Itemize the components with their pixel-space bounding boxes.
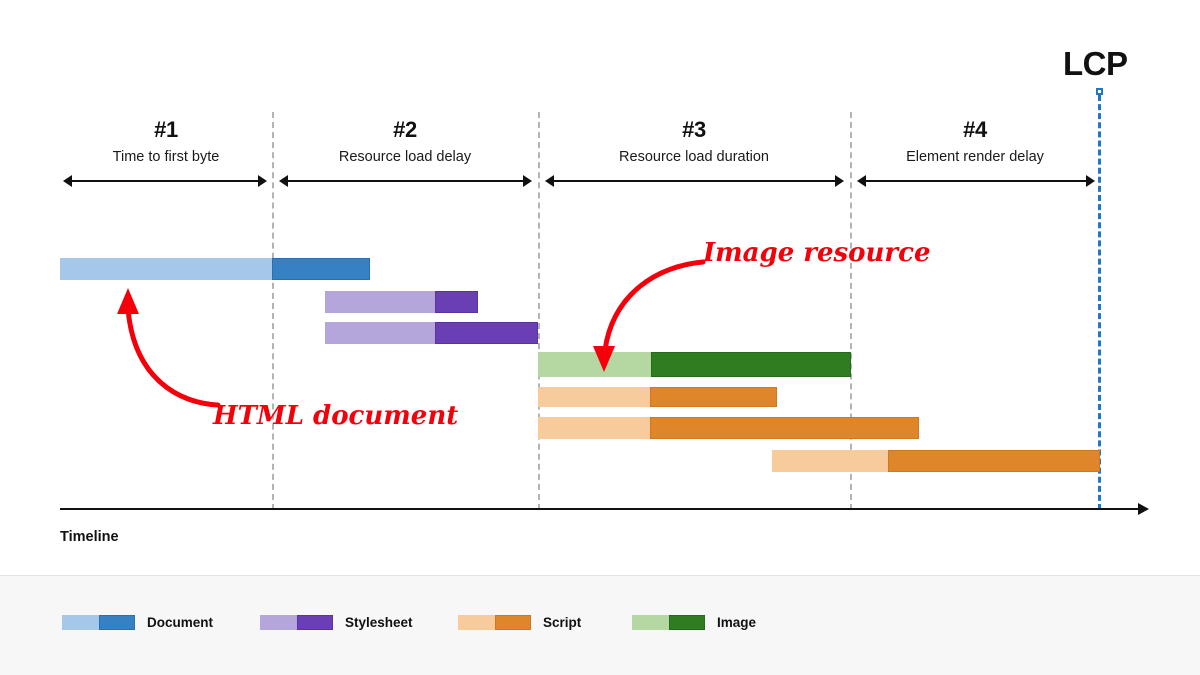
phase-2-number: #2	[393, 117, 417, 142]
legend-label-stylesheet: Stylesheet	[345, 615, 413, 630]
arrow-head-right-icon	[835, 175, 844, 187]
legend-swatch-script	[458, 615, 531, 630]
timeline-axis	[60, 508, 1140, 510]
phase-4-name: Element render delay	[906, 149, 1044, 166]
bar-segment-download	[650, 417, 919, 439]
arrow-shaft	[69, 180, 261, 182]
lcp-label: LCP	[1063, 45, 1128, 82]
arrow-head-left-icon	[545, 175, 554, 187]
waterfall-bar-script-2	[538, 417, 919, 439]
phase-divider-3	[850, 112, 852, 510]
waterfall-bar-script-3	[772, 450, 1100, 472]
legend-swatch-dark	[296, 615, 333, 630]
legend-swatch-light	[62, 615, 99, 630]
bar-segment-delay	[60, 258, 272, 280]
bar-segment-delay	[538, 417, 650, 439]
waterfall-bar-document	[60, 258, 370, 280]
waterfall-bar-stylesheet-2	[325, 322, 538, 344]
image-resource-annotation-label: Image resource	[703, 238, 931, 268]
legend-swatch-light	[632, 615, 669, 630]
arrow-shaft	[551, 180, 838, 182]
phase-2: #2 Resource load delay	[272, 117, 538, 167]
legend-swatch-stylesheet	[260, 615, 333, 630]
waterfall-bar-script-1	[538, 387, 777, 407]
bar-segment-download	[650, 387, 777, 407]
legend-swatch-dark	[494, 615, 531, 630]
waterfall-bar-image	[538, 352, 851, 377]
phase-3-number: #3	[682, 117, 706, 142]
phase-1: #1 Time to first byte	[60, 117, 272, 167]
phase-4-arrow	[857, 174, 1095, 188]
legend-band	[0, 575, 1200, 675]
html-document-annotation-label: HTML document	[213, 401, 459, 431]
bar-segment-delay	[772, 450, 888, 472]
legend-swatch-dark	[668, 615, 705, 630]
arrow-shaft	[285, 180, 526, 182]
bar-segment-delay	[538, 387, 650, 407]
legend-swatch-light	[458, 615, 495, 630]
legend-item-script[interactable]: Script	[458, 615, 632, 630]
legend-swatch-dark	[98, 615, 135, 630]
legend-label-image: Image	[717, 615, 757, 630]
phase-3-name: Resource load duration	[619, 149, 769, 166]
phase-4-number: #4	[963, 117, 987, 142]
arrow-head-right-icon	[523, 175, 532, 187]
phase-2-arrow	[279, 174, 532, 188]
waterfall-bar-stylesheet-1	[325, 291, 478, 313]
lcp-marker-line	[1098, 95, 1101, 510]
lcp-marker-cap	[1096, 88, 1103, 95]
legend-label-script: Script	[543, 615, 582, 630]
timeline-axis-label: Timeline	[60, 529, 119, 545]
html-document-annotation-arrow-icon	[117, 288, 221, 408]
bar-segment-download	[888, 450, 1100, 472]
arrow-shaft	[863, 180, 1089, 182]
bar-segment-download	[435, 322, 538, 344]
legend-swatch-document	[62, 615, 135, 630]
phase-divider-1	[272, 112, 274, 510]
bar-segment-download	[272, 258, 370, 280]
bar-segment-download	[651, 352, 851, 377]
bar-segment-delay	[538, 352, 651, 377]
legend: Document Stylesheet Script Image	[62, 615, 756, 630]
phase-3: #3 Resource load duration	[538, 117, 850, 167]
phase-1-name: Time to first byte	[112, 149, 220, 166]
arrow-head-right-icon	[258, 175, 267, 187]
bar-segment-delay	[325, 322, 435, 344]
arrow-head-left-icon	[857, 175, 866, 187]
phase-1-number: #1	[154, 117, 178, 142]
legend-item-image[interactable]: Image	[632, 615, 756, 630]
arrow-head-left-icon	[63, 175, 72, 187]
phase-2-name: Resource load delay	[338, 149, 472, 166]
bar-segment-download	[435, 291, 478, 313]
timeline-axis-arrow-icon	[1138, 503, 1149, 515]
legend-swatch-light	[260, 615, 297, 630]
arrow-head-left-icon	[279, 175, 288, 187]
phase-divider-2	[538, 112, 540, 510]
bar-segment-delay	[325, 291, 435, 313]
image-resource-annotation-arrow-icon	[593, 259, 706, 372]
phase-3-arrow	[545, 174, 844, 188]
legend-item-document[interactable]: Document	[62, 615, 260, 630]
legend-swatch-image	[632, 615, 705, 630]
legend-item-stylesheet[interactable]: Stylesheet	[260, 615, 458, 630]
phase-4: #4 Element render delay	[850, 117, 1100, 167]
phase-1-arrow	[63, 174, 267, 188]
arrow-head-right-icon	[1086, 175, 1095, 187]
legend-label-document: Document	[147, 615, 214, 630]
